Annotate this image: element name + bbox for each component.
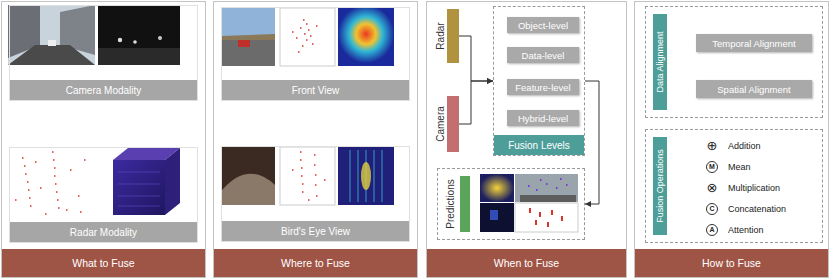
color-bar: [447, 96, 459, 152]
title-band: Camera Modality: [10, 80, 197, 100]
bev-images: [222, 147, 394, 205]
node-label: Fusion Levels: [508, 140, 570, 151]
operation-symbol: M: [706, 161, 718, 173]
node-label: Camera Modality: [66, 85, 142, 96]
stage-panel: Front ViewBird's Eye ViewWhere to Fuse: [213, 1, 418, 278]
node-label: Bird's Eye View: [281, 226, 350, 237]
title-band: Front View: [222, 80, 409, 100]
operation-symbol: ⊕: [705, 138, 719, 154]
modality-frame: Radar Modality: [9, 147, 198, 243]
operation-name: Multiplication: [728, 182, 780, 194]
radar-image: [15, 148, 180, 215]
level-button: Hybrid-level: [507, 110, 579, 126]
input-bar: Camera: [433, 96, 459, 152]
level-button: Temporal Alignment: [696, 34, 812, 52]
modality-frame: Front View: [221, 7, 410, 101]
operation-name: Mean: [728, 161, 751, 173]
camera-image: [8, 5, 180, 65]
operation-symbol: A: [706, 224, 718, 236]
node-label: Predictions: [445, 179, 456, 228]
node-label: Feature-level: [515, 82, 570, 93]
node-label: Object-level: [518, 20, 568, 31]
flow-arrow: [585, 81, 599, 204]
node-label: How to Fuse: [702, 257, 761, 269]
stage-panel: Camera ModalityRadar ModalityWhat to Fus…: [1, 1, 206, 278]
node-label: Data-level: [522, 50, 565, 61]
front-view-images: [222, 8, 394, 66]
flow-arrow: [459, 81, 493, 124]
fusion-levels-box: Object-levelData-levelFeature-levelHybri…: [493, 6, 585, 156]
node-label: Radar: [435, 22, 446, 49]
node-label: Camera: [435, 106, 446, 142]
title-band: Radar Modality: [10, 222, 197, 242]
color-bar: [447, 9, 459, 63]
operation-symbol: C: [706, 203, 718, 215]
title-band: When to Fuse: [427, 249, 626, 277]
level-button: Object-level: [507, 17, 579, 33]
input-bar: Radar: [433, 9, 459, 63]
title-band: What to Fuse: [2, 249, 205, 277]
node-label: Hybrid-level: [518, 113, 568, 124]
operation-name: Attention: [728, 224, 764, 236]
node-label: Temporal Alignment: [712, 38, 795, 49]
prediction-images: [480, 174, 578, 232]
node-label: When to Fuse: [494, 257, 559, 269]
operation-symbol: ⊗: [705, 180, 719, 196]
level-button: Data-level: [507, 47, 579, 63]
node-label: Fusion Operations: [655, 149, 665, 223]
group-box: Temporal AlignmentSpatial Alignment Data …: [645, 6, 823, 118]
color-bar: [460, 176, 470, 232]
title-band: Where to Fuse: [214, 249, 417, 277]
title-band: Bird's Eye View: [222, 221, 409, 241]
level-button: Spatial Alignment: [696, 80, 812, 98]
node-label: Where to Fuse: [281, 257, 350, 269]
operation-name: Addition: [728, 140, 761, 152]
node-label: Spatial Alignment: [717, 84, 790, 95]
predictions-box: Predictions: [437, 168, 585, 240]
title-band: How to Fuse: [635, 249, 828, 277]
stage-panel: RadarCamera Object-levelData-levelFeature…: [426, 1, 627, 278]
operation-name: Concatenation: [728, 203, 786, 215]
node-label: Front View: [292, 85, 340, 96]
node-label: Radar Modality: [70, 227, 137, 238]
node-label: What to Fuse: [72, 257, 134, 269]
level-button: Feature-level: [507, 79, 579, 95]
flow-arrow: [459, 36, 493, 81]
node-label: Data Alignment: [655, 31, 665, 92]
modality-frame: Camera Modality: [9, 5, 198, 101]
title-band: Fusion Levels: [494, 135, 584, 155]
modality-frame: Bird's Eye View: [221, 146, 410, 242]
stage-panel: Temporal AlignmentSpatial Alignment Data …: [634, 1, 829, 278]
